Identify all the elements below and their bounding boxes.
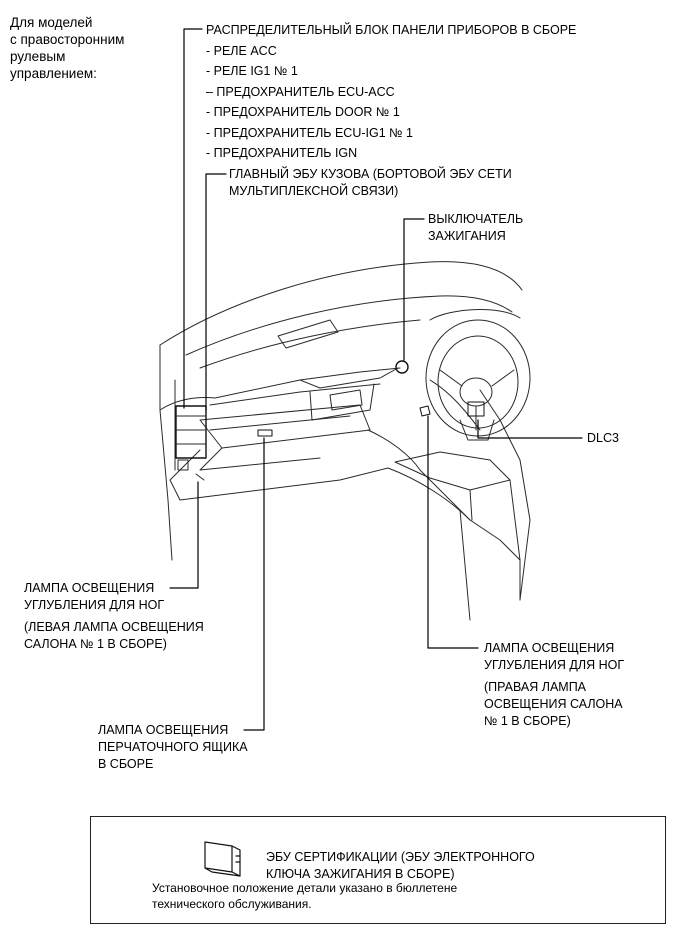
center-stack <box>299 367 399 389</box>
callout-line: ЛАМПА ОСВЕЩЕНИЯ <box>484 641 615 655</box>
callout-item: - ПРЕДОХРАНИТЕЛЬ IGN <box>206 146 358 160</box>
center-console <box>367 429 471 521</box>
callout-line: ЭБУ СЕРТИФИКАЦИИ (ЭБУ ЭЛЕКТРОННОГО <box>266 850 535 864</box>
ignition-switch-part <box>395 360 409 374</box>
callout-line: ВЫКЛЮЧАТЕЛЬ <box>428 212 524 226</box>
callout-line: МУЛЬТИПЛЕКСНОЙ СВЯЗИ) <box>229 184 399 198</box>
dash-top-contour <box>159 261 523 346</box>
callout-dlc3: DLC3 <box>587 431 619 445</box>
callout-line: КЛЮЧА ЗАЖИГАНИЯ В СБОРЕ) <box>266 867 455 881</box>
callout-footwell-left: ЛАМПА ОСВЕЩЕНИЯ УГЛУБЛЕНИЯ ДЛЯ НОГ (ЛЕВА… <box>24 580 204 653</box>
right-footwell-lamp-part <box>419 405 431 417</box>
callout-line: № 1 В СБОРЕ) <box>484 714 571 728</box>
callout-item: - ПРЕДОХРАНИТЕЛЬ ECU-IG1 № 1 <box>206 125 413 140</box>
cert-ecu-label: ЭБУ СЕРТИФИКАЦИИ (ЭБУ ЭЛЕКТРОННОГО КЛЮЧА… <box>266 849 535 883</box>
glove-box-lamp-part <box>257 429 273 437</box>
leader-lines <box>169 28 583 731</box>
glove-box <box>199 404 371 449</box>
legend-box <box>90 816 666 924</box>
model-note: Для моделей с правосторонним рулевым упр… <box>10 14 124 82</box>
callout-instrument-panel-jb: РАСПРЕДЕЛИТЕЛЬНЫЙ БЛОК ПАНЕЛИ ПРИБОРОВ В… <box>206 20 576 164</box>
callout-item: – ПРЕДОХРАНИТЕЛЬ ECU-ACC <box>206 84 395 99</box>
callout-ignition-switch: ВЫКЛЮЧАТЕЛЬ ЗАЖИГАНИЯ <box>428 211 523 245</box>
main-body-ecu-part <box>175 405 207 459</box>
model-note-line: Для моделей <box>10 15 93 30</box>
callout-line: В СБОРЕ <box>98 757 154 771</box>
center-vent <box>277 319 339 349</box>
model-note-line: с правосторонним <box>10 32 125 47</box>
certification-ecu-icon <box>204 841 241 877</box>
callout-title: РАСПРЕДЕЛИТЕЛЬНЫЙ БЛОК ПАНЕЛИ ПРИБОРОВ В… <box>206 23 577 37</box>
remark-line: технического обслуживания. <box>152 897 312 911</box>
callout-line: (ПРАВАЯ ЛАМПА <box>484 680 587 694</box>
callout-item: - РЕЛЕ IG1 № 1 <box>206 64 298 78</box>
callout-line: ЛАМПА ОСВЕЩЕНИЯ <box>24 581 155 595</box>
console-box <box>394 451 511 491</box>
left-pillar <box>159 344 173 561</box>
model-note-line: рулевым <box>10 49 66 64</box>
callout-line: ПЕРЧАТОЧНОГО ЯЩИКА <box>98 740 248 754</box>
callout-line: УГЛУБЛЕНИЯ ДЛЯ НОГ <box>484 658 625 672</box>
callout-line: ГЛАВНЫЙ ЭБУ КУЗОВА (БОРТОВОЙ ЭБУ СЕТИ <box>229 167 512 181</box>
callout-line: ЛАМПА ОСВЕЩЕНИЯ <box>98 723 229 737</box>
callout-line: УГЛУБЛЕНИЯ ДЛЯ НОГ <box>24 598 165 612</box>
dlc3-part <box>467 401 485 417</box>
installation-remark: Установочное положение детали указано в … <box>152 880 457 912</box>
model-note-line: управлением: <box>10 66 97 81</box>
remark-line: Установочное положение детали указано в … <box>152 881 458 895</box>
callout-line: ОСВЕЩЕНИЯ САЛОНА <box>484 697 623 711</box>
callout-item: - ПРЕДОХРАНИТЕЛЬ DOOR № 1 <box>206 105 400 119</box>
callout-line: (ЛЕВАЯ ЛАМПА ОСВЕЩЕНИЯ <box>24 620 204 634</box>
callout-footwell-right: ЛАМПА ОСВЕЩЕНИЯ УГЛУБЛЕНИЯ ДЛЯ НОГ (ПРАВ… <box>484 640 624 730</box>
callout-item: - РЕЛЕ ACC <box>206 43 277 58</box>
callout-main-body-ecu: ГЛАВНЫЙ ЭБУ КУЗОВА (БОРТОВОЙ ЭБУ СЕТИ МУ… <box>229 166 512 200</box>
callout-line: ЗАЖИГАНИЯ <box>428 229 506 243</box>
callout-line: САЛОНА № 1 В СБОРЕ) <box>24 637 167 651</box>
callout-glove-box-lamp: ЛАМПА ОСВЕЩЕНИЯ ПЕРЧАТОЧНОГО ЯЩИКА В СБО… <box>98 722 248 773</box>
